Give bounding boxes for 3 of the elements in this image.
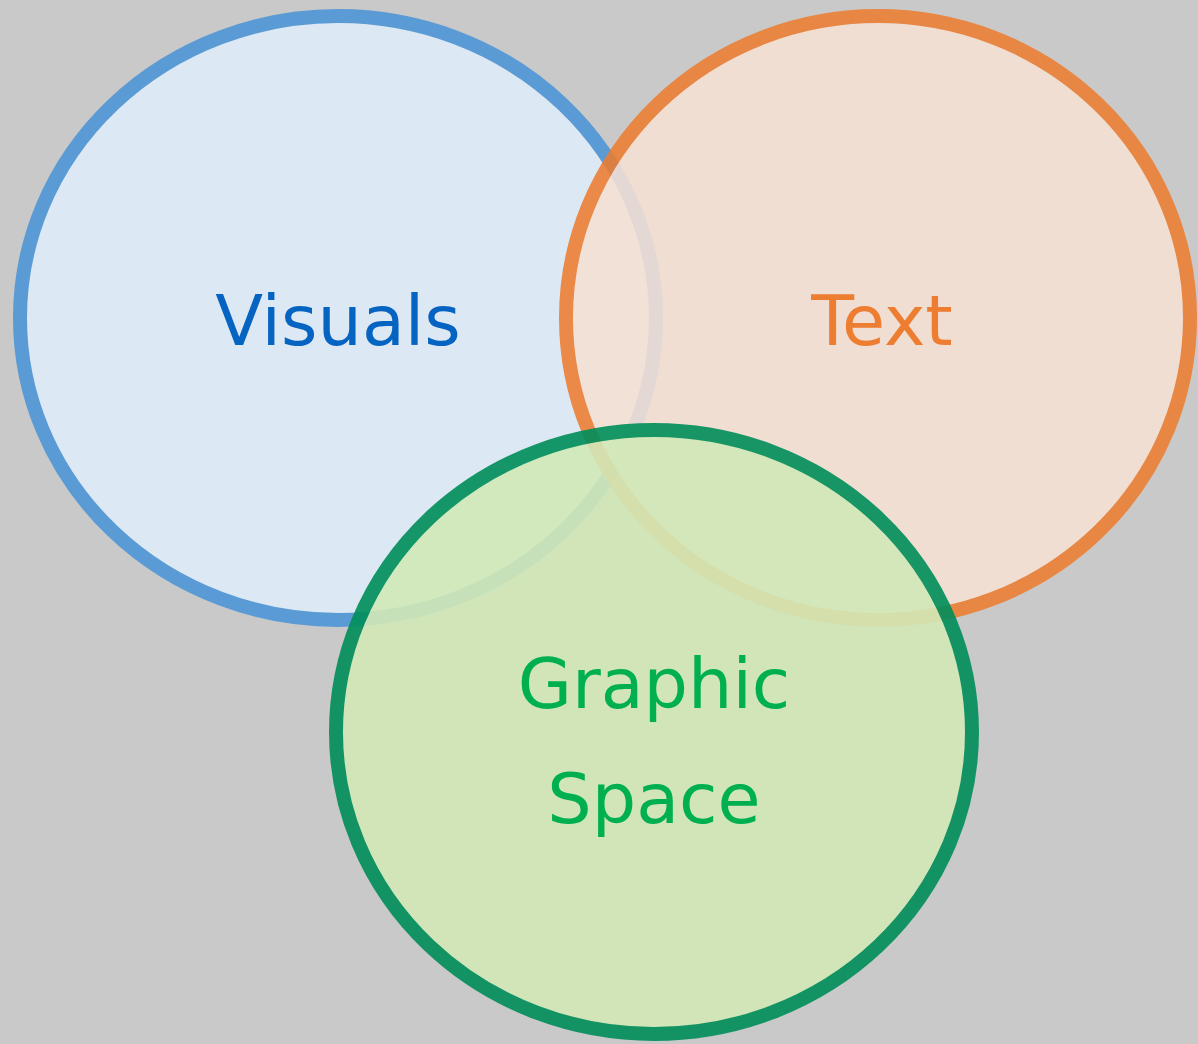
- circle-label: Graphic Space: [516, 641, 792, 842]
- circle-label: Visuals: [214, 279, 462, 365]
- circle-label: Text: [810, 279, 954, 365]
